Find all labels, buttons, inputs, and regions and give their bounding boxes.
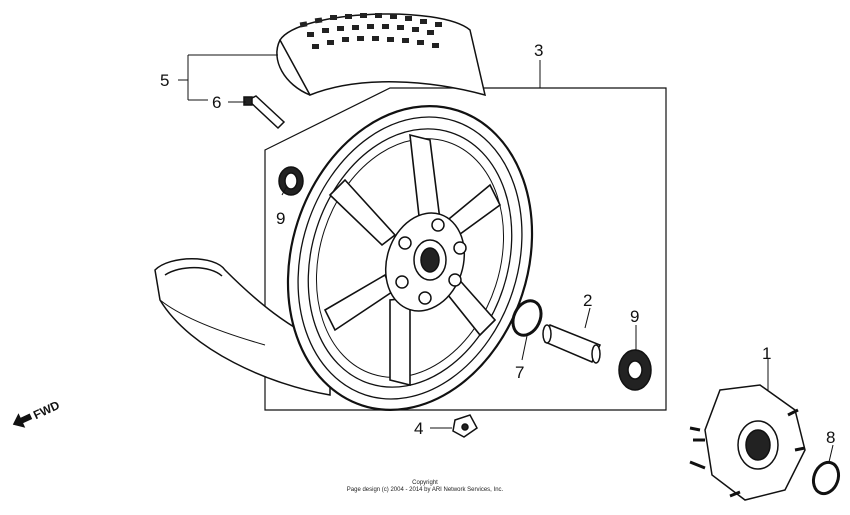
- callout-2: 2: [583, 291, 592, 310]
- callout-8: 8: [826, 428, 835, 447]
- copyright-heading: Copyright: [412, 480, 438, 486]
- callout-5: 5: [160, 71, 169, 90]
- bearing-left: [278, 166, 304, 196]
- callout-9-right: 9: [630, 307, 639, 326]
- forward-label: FWD: [31, 398, 62, 422]
- driven-flange: [689, 384, 806, 501]
- nut: [452, 414, 478, 438]
- callout-9-left: 9: [276, 209, 285, 228]
- callout-6: 6: [212, 93, 221, 112]
- callout-3: 3: [534, 41, 543, 60]
- tire-tread: [299, 13, 442, 49]
- copyright-notice: Page design (c) 2004 - 2014 by ARI Netwo…: [346, 487, 504, 493]
- flange-studs: [689, 408, 806, 498]
- callout-7: 7: [515, 363, 524, 382]
- small-o-ring: [811, 460, 841, 496]
- bearing-right: [618, 349, 652, 391]
- callout-4: 4: [414, 419, 423, 438]
- leader-lines: [178, 54, 834, 463]
- tire-illustration: [276, 13, 487, 97]
- forward-arrow-icon: [12, 413, 33, 428]
- o-ring: [511, 299, 543, 337]
- valve-stem: [243, 95, 286, 130]
- callout-1: 1: [762, 344, 771, 363]
- distance-collar: [542, 323, 602, 364]
- wheel-hub: [384, 212, 467, 312]
- forward-direction-indicator: FWD: [12, 398, 62, 428]
